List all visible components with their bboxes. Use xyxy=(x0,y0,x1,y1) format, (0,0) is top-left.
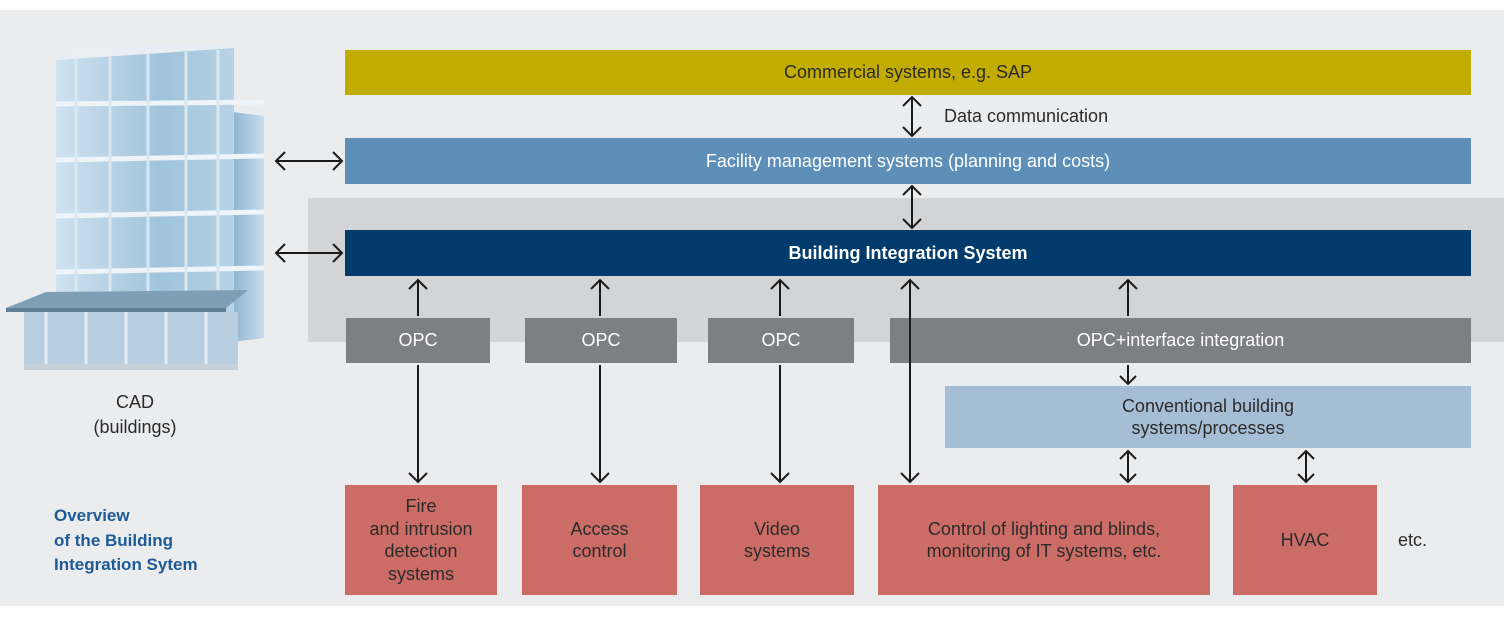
opc-interface-conventional-arrow xyxy=(1119,365,1137,386)
hvac-box: HVAC xyxy=(1233,485,1377,595)
bis-lighting-arrow xyxy=(900,278,920,484)
opc-fire-system-arrow xyxy=(408,365,428,484)
opc-access-bis-arrow xyxy=(590,278,610,316)
building-facility-arrow xyxy=(274,151,344,171)
etc-label: etc. xyxy=(1398,530,1428,550)
opc-fire-bis-arrow xyxy=(408,278,428,316)
building-bis-arrow xyxy=(274,243,344,263)
opc-interface-bis-arrow xyxy=(1118,278,1138,316)
lighting-blinds-it-box: Control of lighting and blinds, monitori… xyxy=(878,485,1210,595)
opc-interface-integration-box: OPC+interface integration xyxy=(890,318,1471,363)
facility-management-band: Facility management systems (planning an… xyxy=(345,138,1471,184)
facility-bis-arrow xyxy=(902,184,922,230)
overview-title: Overview of the Building Integration Syt… xyxy=(54,506,198,575)
opc-access-system-arrow xyxy=(590,365,610,484)
building-integration-system-band: Building Integration System xyxy=(345,230,1471,276)
opc-box-access: OPC xyxy=(525,318,677,363)
opc-video-system-arrow xyxy=(770,365,790,484)
opc-video-bis-arrow xyxy=(770,278,790,316)
conventional-lighting-arrow xyxy=(1119,449,1137,484)
fire-intrusion-detection-box: Fire and intrusion detection systems xyxy=(345,485,497,595)
data-communication-label: Data communication xyxy=(944,106,1109,126)
conventional-building-systems-box: Conventional building systems/processes xyxy=(945,386,1471,448)
commercial-systems-band: Commercial systems, e.g. SAP xyxy=(345,50,1471,95)
video-systems-box: Video systems xyxy=(700,485,854,595)
access-control-box: Access control xyxy=(522,485,677,595)
conventional-hvac-arrow xyxy=(1297,449,1315,484)
building-illustration xyxy=(6,44,265,370)
cad-caption: CAD (buildings) xyxy=(93,392,177,438)
opc-box-video: OPC xyxy=(708,318,854,363)
commercial-facility-arrow xyxy=(902,95,922,138)
opc-box-fire: OPC xyxy=(346,318,490,363)
